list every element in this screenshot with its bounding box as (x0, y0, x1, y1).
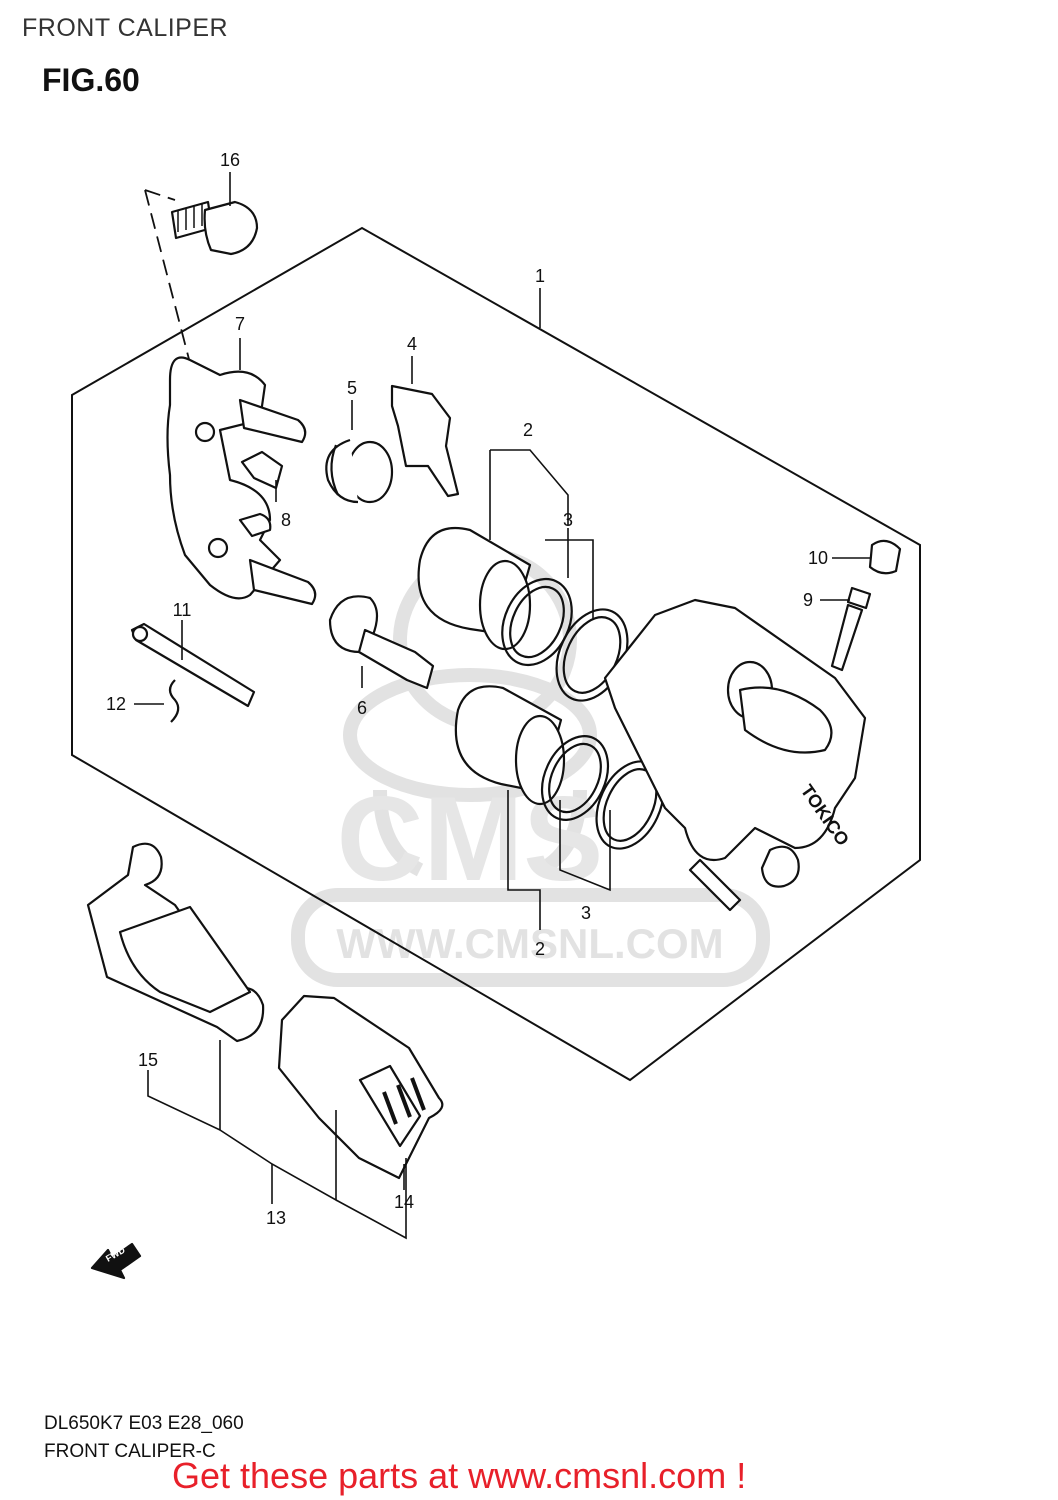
piston-2-lower (454, 685, 566, 806)
watermark-logo: CMS (337, 772, 604, 906)
assembly-outline (71, 226, 921, 1082)
label-10: 10 (808, 548, 828, 568)
bleeder-9 (830, 586, 872, 672)
label-2-lower: 2 (535, 939, 545, 959)
watermark-url: WWW.CMSNL.COM (336, 920, 723, 967)
label-1: 1 (535, 266, 545, 286)
label-3-upper: 3 (563, 510, 573, 530)
page-title: FRONT CALIPER (22, 14, 229, 42)
label-9: 9 (803, 590, 813, 610)
label-7: 7 (235, 314, 245, 334)
pad-15 (86, 842, 265, 1043)
forward-arrow (90, 1242, 142, 1280)
diagram-name: FRONT CALIPER-C (44, 1441, 216, 1462)
boot-pin-6 (328, 595, 435, 690)
watermark (291, 548, 770, 987)
label-11: 11 (173, 600, 192, 620)
cap-10 (868, 539, 902, 575)
label-3-lower: 3 (581, 903, 591, 923)
label-6: 6 (357, 698, 367, 718)
diagram-code: DL650K7 E03 E28_060 (44, 1413, 244, 1434)
label-4: 4 (407, 334, 417, 354)
label-5: 5 (347, 378, 357, 398)
label-15: 15 (138, 1050, 158, 1070)
label-8: 8 (281, 510, 291, 530)
piston-2-upper (417, 526, 532, 651)
label-2-upper: 2 (523, 420, 533, 440)
figure-number: FIG.60 (42, 62, 140, 98)
boot-5 (325, 438, 394, 504)
pin-11 (130, 622, 256, 708)
bracket-7 (166, 356, 317, 606)
caliper-body (603, 598, 867, 912)
label-12: 12 (106, 694, 126, 714)
shop-link[interactable]: Get these parts at www.cmsnl.com ! (172, 1455, 747, 1496)
pad-14 (277, 994, 444, 1180)
label-16: 16 (220, 150, 240, 170)
bolt-16 (170, 200, 259, 256)
clip-8 (240, 450, 284, 490)
part-drawings: TOKICO (86, 189, 902, 1280)
label-14: 14 (394, 1192, 414, 1212)
leader-lines (134, 172, 870, 1240)
clip-12 (168, 679, 180, 723)
spring-4 (390, 384, 460, 498)
part-labels: 16 1 7 4 5 2 3 8 10 9 11 12 6 3 2 15 14 … (106, 150, 828, 1228)
label-13: 13 (266, 1208, 286, 1228)
